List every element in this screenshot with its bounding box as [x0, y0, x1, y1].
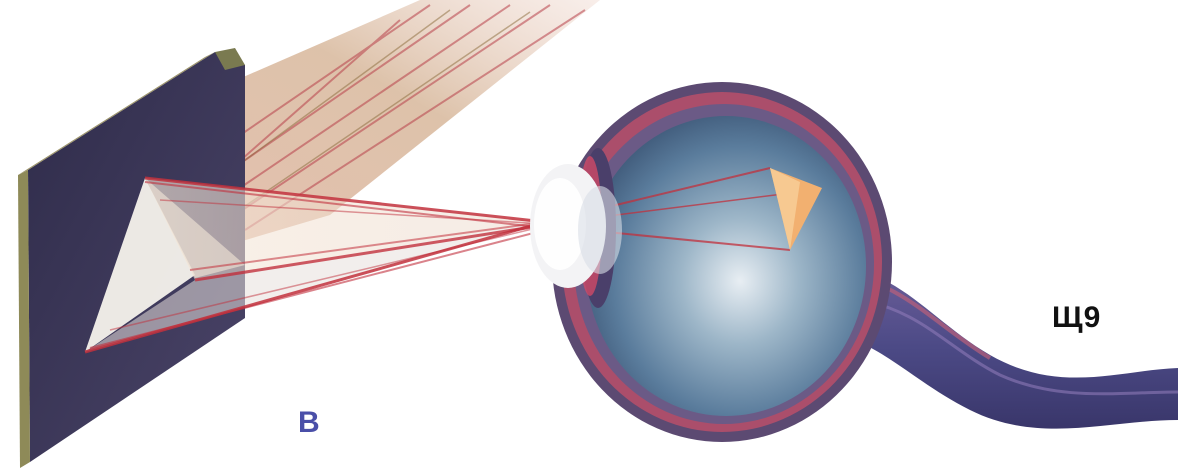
object-label: B [298, 408, 320, 438]
nerve-label: Щ9 [1052, 303, 1101, 333]
cornea-and-lens [530, 148, 622, 308]
